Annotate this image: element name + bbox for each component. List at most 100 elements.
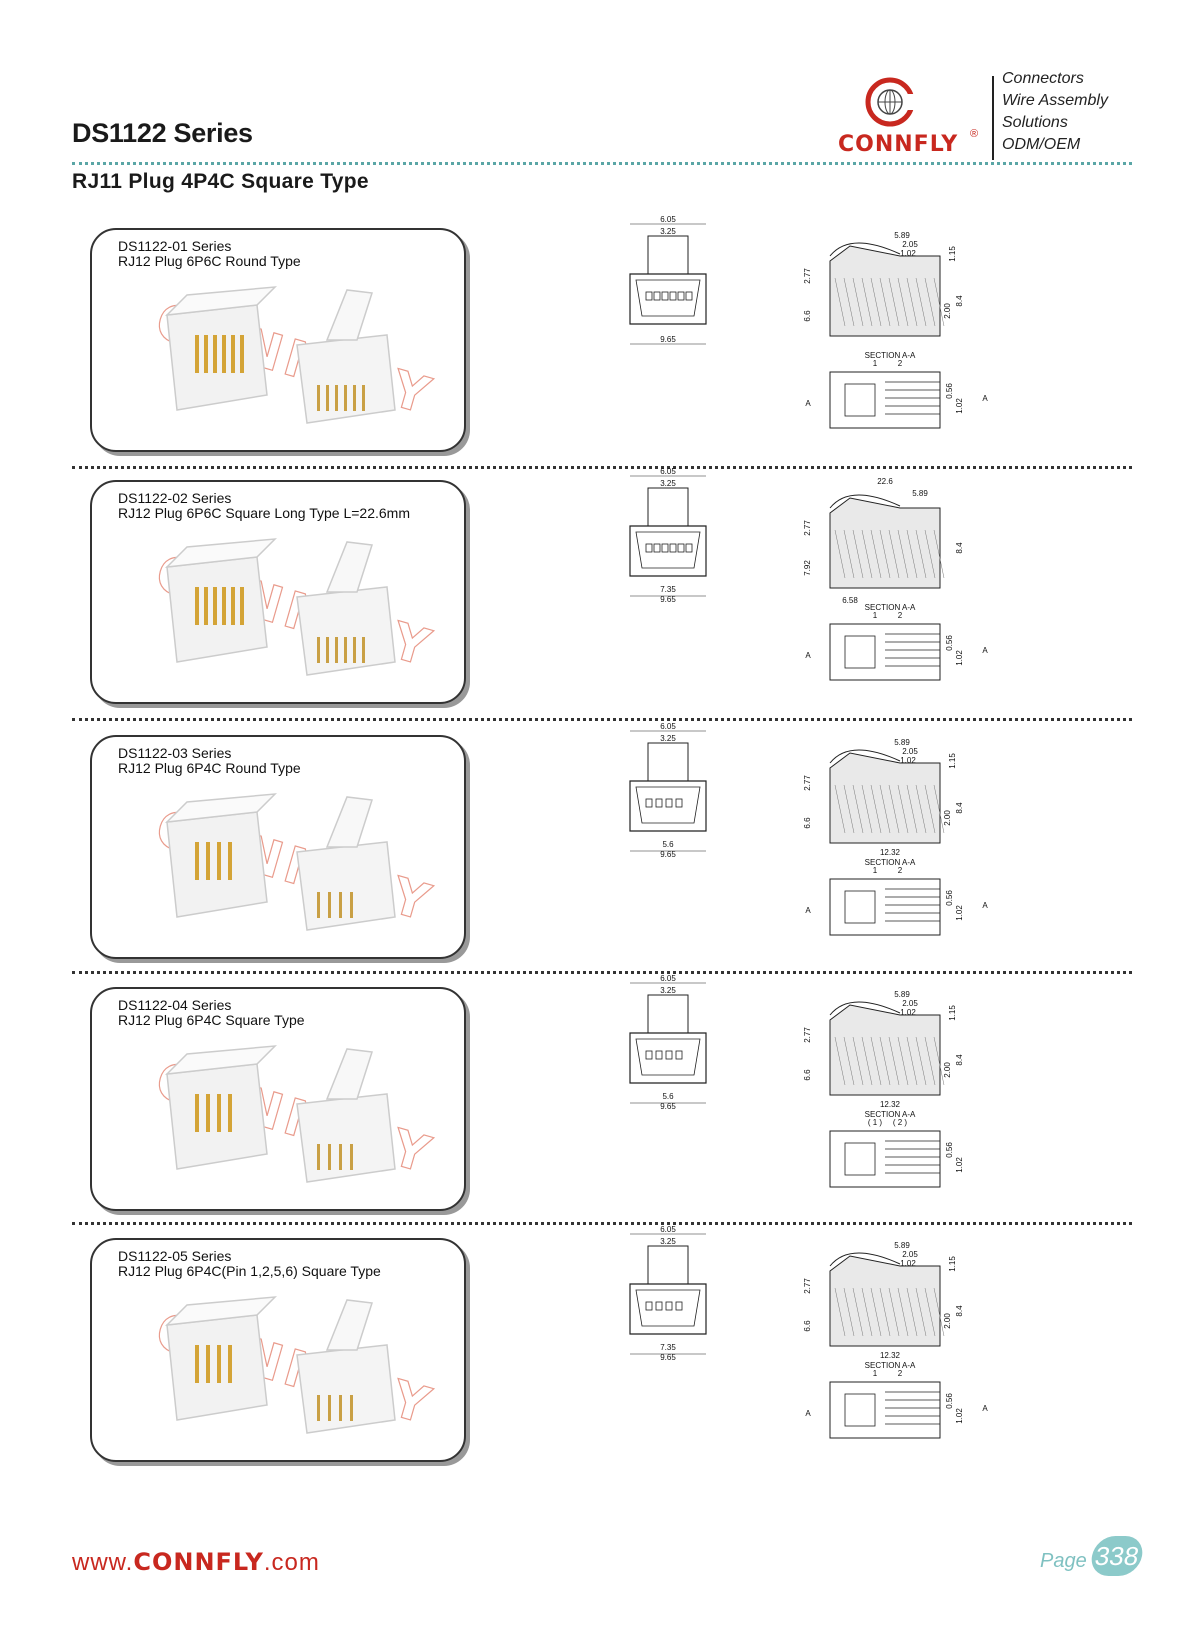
contact-pin (195, 842, 199, 880)
section-arrow-label: A (805, 1409, 811, 1418)
hatch-line (843, 529, 855, 579)
tagline-odm-oem: ODM/OEM (1002, 136, 1081, 153)
dimension-label: 1.15 (948, 1256, 957, 1272)
contact-pin (328, 1144, 331, 1170)
contact-slot (677, 291, 685, 301)
front-view-drawing: 6.053.255.69.65 (629, 975, 707, 1111)
dimension-label: 6.6 (803, 1069, 812, 1081)
contact-slot (661, 543, 669, 553)
dimension-label: 2.00 (943, 303, 952, 319)
registered-mark: ® (970, 128, 979, 140)
contact-slot (665, 1301, 673, 1311)
product-series: DS1122-04 Series (118, 997, 232, 1013)
latch-profile (829, 494, 901, 509)
contact-pin (231, 335, 235, 373)
dimension-label: 1.15 (948, 246, 957, 262)
contact-pin (339, 892, 342, 918)
section-arrow-label: A (982, 1404, 988, 1413)
hatch-line (933, 529, 945, 579)
dimension-label: 1.15 (948, 1005, 957, 1021)
dimension-label: 5.6 (662, 1092, 674, 1101)
contact-pin (240, 335, 244, 373)
plug-rear-body (296, 1093, 396, 1183)
footer-url-prefix: www. (72, 1549, 134, 1576)
bottom-view-cavity (844, 383, 876, 417)
latch-outline (647, 742, 689, 782)
hatch-line (870, 1287, 882, 1337)
plug-rear-body (296, 1344, 396, 1434)
contact-pin (339, 1395, 342, 1421)
hatch-line (843, 277, 855, 327)
product-photo (164, 1045, 396, 1183)
dimension-label: 2.00 (943, 1313, 952, 1329)
product-description: RJ12 Plug 6P4C(Pin 1,2,5,6) Square Type (118, 1263, 381, 1279)
product-photo (164, 793, 396, 931)
contact-pin (326, 385, 329, 411)
hatch-line (852, 1287, 864, 1337)
hatch-line (888, 277, 900, 327)
side-profile (829, 497, 941, 589)
contact-pin (362, 637, 365, 663)
bottom-view-cavity (844, 890, 876, 924)
hatch-line (906, 529, 918, 579)
hatch-line (888, 784, 900, 834)
dimension-label: 6.58 (842, 596, 858, 605)
latch-outline (647, 1245, 689, 1285)
logo-emblem-icon (865, 77, 920, 127)
tagline-wire-assembly: Wire Assembly (1002, 92, 1108, 109)
dimension-label: 2.00 (943, 810, 952, 826)
latch-outline (647, 235, 689, 275)
hatch-line (924, 784, 936, 834)
plug-latch (325, 796, 373, 848)
dimension-label: 3.25 (660, 986, 676, 995)
hatch-line (915, 784, 927, 834)
section-mark: 1 (873, 611, 878, 620)
contact-pin (217, 842, 221, 880)
dimension-label: 9.65 (660, 850, 676, 859)
contact-pin (195, 587, 199, 625)
dimension-label: 8.4 (955, 802, 964, 814)
dimension-label: 6.05 (660, 723, 676, 731)
hatch-line (888, 1287, 900, 1337)
contact-slot (677, 543, 685, 553)
dimension-label: 9.65 (660, 335, 676, 344)
section-arrow-label: A (805, 906, 811, 915)
contact-pin (206, 1345, 210, 1383)
side-profile (829, 752, 941, 844)
section-label: SECTION A-A (865, 1110, 916, 1119)
housing-outline (629, 273, 707, 325)
hatch-line (852, 277, 864, 327)
dimension-label: 8.4 (955, 542, 964, 554)
dimension-label: 6.05 (660, 975, 676, 983)
hatch-line (933, 277, 945, 327)
dimension-label: 2.77 (803, 268, 812, 284)
page-subtitle: RJ11 Plug 4P4C Square Type (72, 170, 369, 193)
dimension-label: 3.25 (660, 479, 676, 488)
contact-pin (228, 1094, 232, 1132)
contact-slot (645, 291, 653, 301)
section-label: SECTION A-A (865, 858, 916, 867)
dimension-label: 6.05 (660, 468, 676, 476)
hatch-line (924, 277, 936, 327)
housing-outline (629, 1032, 707, 1084)
contact-pin (240, 587, 244, 625)
hatch-line (933, 1036, 945, 1086)
row-divider (72, 971, 1132, 974)
contact-pin (206, 1094, 210, 1132)
footer-url[interactable]: www.CONNFLY.com (72, 1548, 320, 1577)
dimension-label: 3.25 (660, 1237, 676, 1246)
hatch-line (897, 277, 909, 327)
dimension-label: 1.02 (900, 1259, 916, 1268)
hatch-line (861, 529, 873, 579)
dimension-label: 5.89 (912, 489, 928, 498)
row-divider (72, 466, 1132, 469)
section-arrow-label: A (982, 646, 988, 655)
contact-slot (675, 1050, 683, 1060)
product-series: DS1122-05 Series (118, 1248, 232, 1264)
footer-url-suffix: .com (263, 1549, 320, 1576)
section-mark: 2 (898, 359, 903, 368)
contact-pin (231, 587, 235, 625)
contact-slot (665, 798, 673, 808)
